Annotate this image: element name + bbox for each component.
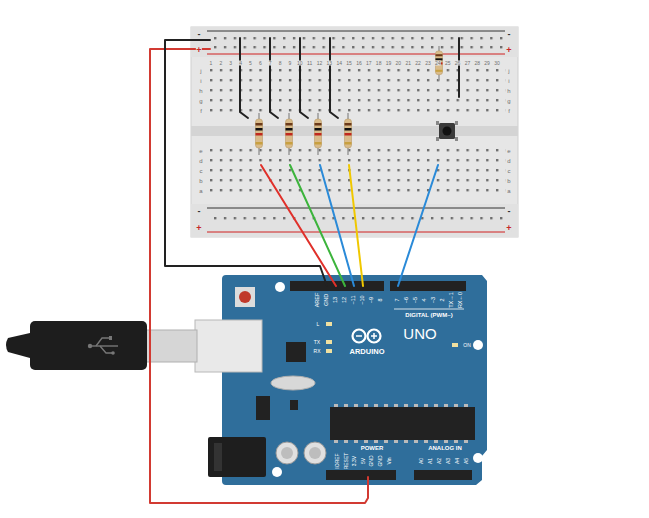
column-number: 27: [464, 61, 471, 66]
pin-label: 8: [378, 298, 384, 301]
rail-sign: -: [197, 30, 201, 39]
column-number: 14: [336, 61, 343, 66]
pin-label: GND: [369, 455, 374, 466]
pin-label: 13: [333, 297, 339, 303]
pin-label: ~6: [404, 297, 410, 303]
pin-label: RX←0: [458, 292, 464, 308]
rail-sign: -: [197, 207, 201, 216]
arduino-board: UNO ARDUINO: [222, 275, 487, 485]
row-letter: f: [200, 108, 203, 114]
row-letter: c: [199, 168, 203, 174]
column-number: 18: [375, 61, 382, 66]
column-number: 28: [474, 61, 481, 66]
pin-label: 7: [395, 298, 401, 301]
row-letter: d: [507, 158, 511, 164]
pin-label: A2: [437, 458, 442, 464]
row-letter: g: [199, 98, 203, 104]
column-number: 7: [268, 61, 272, 66]
column-number: 30: [494, 61, 501, 66]
column-number: 20: [395, 61, 402, 66]
column-number: 23: [425, 61, 432, 66]
column-number: 16: [356, 61, 363, 66]
header-title: POWER: [361, 445, 384, 451]
pin-label: GND: [324, 294, 330, 306]
column-number: 8: [278, 61, 282, 66]
rail-sign: +: [196, 46, 202, 55]
column-number: 15: [346, 61, 353, 66]
column-number: 6: [258, 61, 262, 66]
column-number: 22: [415, 61, 422, 66]
column-number: 13: [326, 61, 333, 66]
led-label: TX: [314, 340, 320, 345]
pin-label: A3: [446, 458, 451, 464]
row-letter: a: [199, 188, 203, 194]
pin-label: RESET: [344, 453, 349, 470]
pin-label: IOREF: [335, 453, 340, 468]
led-label: RX: [314, 349, 321, 354]
rail-sign: +: [506, 46, 512, 55]
column-number: 2: [219, 61, 223, 66]
rail-sign: -: [507, 207, 511, 216]
brand-name: ARDUINO: [350, 348, 385, 356]
pin-label: A1: [428, 458, 433, 464]
pin-label: ~11: [351, 296, 357, 305]
row-letter: j: [200, 68, 202, 74]
rail-sign: -: [507, 30, 511, 39]
pin-label: 4: [422, 298, 428, 301]
column-number: 12: [316, 61, 323, 66]
pin-label: ~9: [369, 297, 375, 303]
pin-label: 2: [440, 298, 446, 301]
pin-label: AREF: [315, 293, 321, 308]
rail-sign: +: [506, 224, 512, 233]
pin-label: ~10: [360, 295, 366, 304]
row-letter: g: [507, 98, 511, 104]
column-number: 26: [454, 61, 461, 66]
column-number: 25: [444, 61, 451, 66]
pin-label: GND: [378, 455, 383, 466]
column-number: 3: [229, 61, 233, 66]
row-letter: i: [200, 78, 202, 84]
header-title: DIGITAL (PWM~): [405, 312, 452, 318]
row-letter: j: [508, 68, 510, 74]
column-number: 17: [366, 61, 373, 66]
row-letter: d: [199, 158, 203, 164]
column-number: 10: [296, 61, 303, 66]
pin-label: ~3: [431, 297, 437, 303]
row-letter: e: [507, 148, 511, 154]
row-letter: a: [507, 188, 511, 194]
led-label: ON: [463, 343, 471, 348]
row-letter: b: [199, 178, 203, 184]
column-number: 9: [288, 61, 292, 66]
pin-label: TX→1: [449, 292, 455, 308]
column-number: 4: [239, 61, 243, 66]
model-name: UNO: [403, 326, 436, 341]
pin-label: A5: [464, 458, 469, 464]
row-letter: h: [507, 88, 511, 94]
led-label: L: [317, 322, 320, 327]
pin-label: A4: [455, 458, 460, 464]
row-letter: f: [508, 108, 511, 114]
pin-label: 5V: [361, 458, 366, 464]
row-letter: i: [508, 78, 510, 84]
row-letter: e: [199, 148, 203, 154]
pin-label: Vin: [387, 457, 392, 464]
pin-label: 3.3V: [352, 456, 357, 466]
column-number: 21: [405, 61, 412, 66]
column-number: 1: [209, 61, 213, 66]
row-letter: h: [199, 88, 203, 94]
row-letter: b: [507, 178, 511, 184]
column-number: 24: [435, 61, 442, 66]
column-number: 5: [249, 61, 253, 66]
column-number: 29: [484, 61, 491, 66]
header-title: ANALOG IN: [428, 445, 462, 451]
pin-label: A0: [419, 458, 424, 464]
row-letter: c: [507, 168, 511, 174]
rail-sign: +: [196, 224, 202, 233]
column-number: 11: [307, 61, 313, 66]
pin-label: 12: [342, 297, 348, 303]
column-number: 19: [385, 61, 392, 66]
pin-label: ~5: [413, 297, 419, 303]
